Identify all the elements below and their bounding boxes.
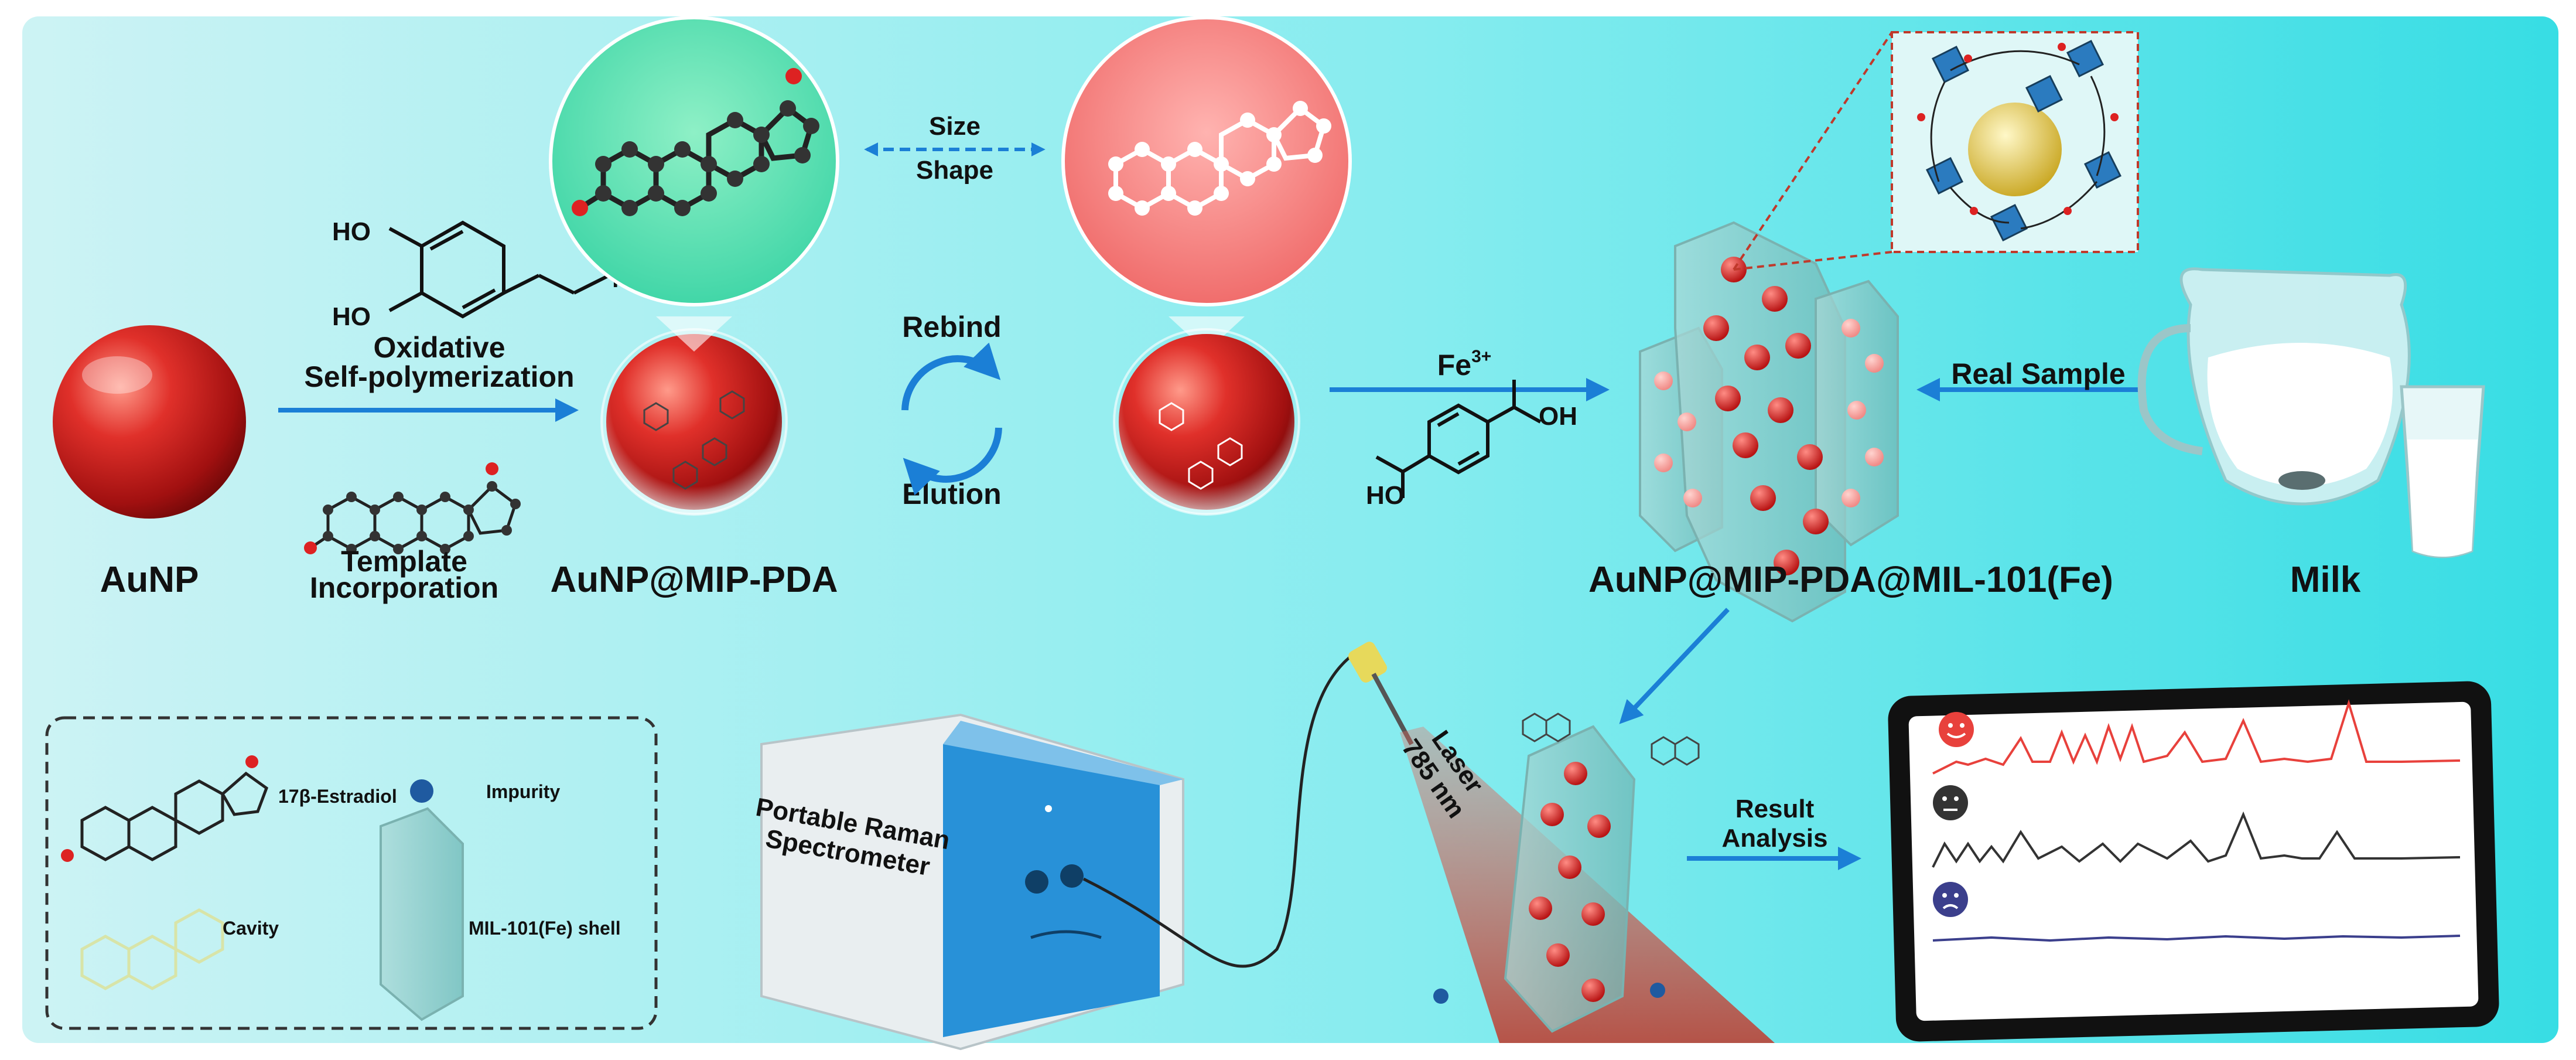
mof-cage-inset (1891, 31, 2139, 253)
label-analysis: Analysis (1722, 824, 1828, 853)
detection-impurities (1433, 983, 1665, 1004)
template-oxygen-atom-2 (486, 462, 498, 475)
template-atoms (323, 481, 521, 554)
terephthalic-ho: HO (1366, 481, 1405, 510)
aunp-mip-pda-particle (600, 328, 788, 516)
terephthalic-oh: OH (1539, 402, 1577, 431)
neutral-face-icon (1933, 785, 1968, 820)
callout-pink-bubble (1061, 16, 1352, 306)
inset-leader-1 (1733, 31, 1893, 271)
label-result: Result (1735, 795, 1815, 823)
fiber-cable (1082, 649, 1360, 968)
label-real-sample: Real Sample (1951, 357, 2125, 390)
callout-green-cone (656, 316, 732, 352)
inset-leader-2 (1733, 251, 1892, 271)
composite-label: AuNP@MIP-PDA@MIL-101(Fe) (1588, 560, 2113, 600)
label-fe3: Fe3+ (1437, 347, 1492, 381)
dopamine-molecule (388, 220, 610, 319)
legend-shell-label: MIL-101(Fe) shell (469, 918, 621, 939)
legend-estradiol-oxygen (61, 849, 74, 862)
sad-face-icon (1933, 882, 1968, 917)
label-elution: Elution (902, 478, 1001, 510)
dopamine-ho-top: HO (332, 217, 371, 246)
mof-embedded-particles (1654, 257, 1884, 575)
label-template: Template (341, 545, 467, 578)
arrow-composite-to-detection (1619, 608, 1730, 724)
label-rebind: Rebind (902, 311, 1001, 343)
legend-cavity-label: Cavity (223, 918, 279, 939)
spectrum-bottom (1932, 935, 2461, 942)
detection-particles (1529, 762, 1611, 1002)
legend-impurity-label: Impurity (486, 781, 560, 802)
legend-cavity-icon (80, 908, 224, 990)
spectrum-top (1932, 699, 2461, 775)
spectrum-middle (1932, 811, 2461, 868)
template-oxygen-atom (304, 541, 317, 554)
label-incorporation: Incorporation (310, 571, 498, 604)
label-self-polymerization: Self-polymerization (304, 360, 574, 393)
legend-shell-icon (380, 807, 464, 1021)
milk-jug (2137, 267, 2411, 506)
rebind-elution-cycle-icon (901, 342, 1002, 496)
aunp-particle (53, 325, 246, 519)
aunp-label: AuNP (100, 560, 199, 600)
legend-box (45, 716, 658, 1030)
floating-estradiol-molecules (1522, 713, 1700, 766)
legend-estradiol-label: 17β-Estradiol (278, 786, 397, 807)
label-oxidative: Oxidative (373, 331, 505, 364)
aunp-mip-pda-label: AuNP@MIP-PDA (550, 560, 838, 600)
milk-label: Milk (2290, 560, 2361, 600)
dopamine-ho-bottom: HO (332, 302, 371, 331)
terephthalic-acid-molecule (1375, 380, 1542, 498)
legend-estradiol-icon (80, 771, 269, 861)
label-shape: Shape (916, 156, 993, 185)
label-size: Size (929, 112, 980, 141)
legend-impurity-icon (410, 779, 433, 803)
happy-face-icon (1939, 712, 1974, 747)
callout-green-bubble (549, 16, 839, 306)
milk-glass (2400, 385, 2485, 558)
eluted-particle (1113, 328, 1300, 516)
raman-spectrometer (760, 713, 1184, 1051)
legend-estradiol-oxygen-2 (245, 755, 258, 768)
